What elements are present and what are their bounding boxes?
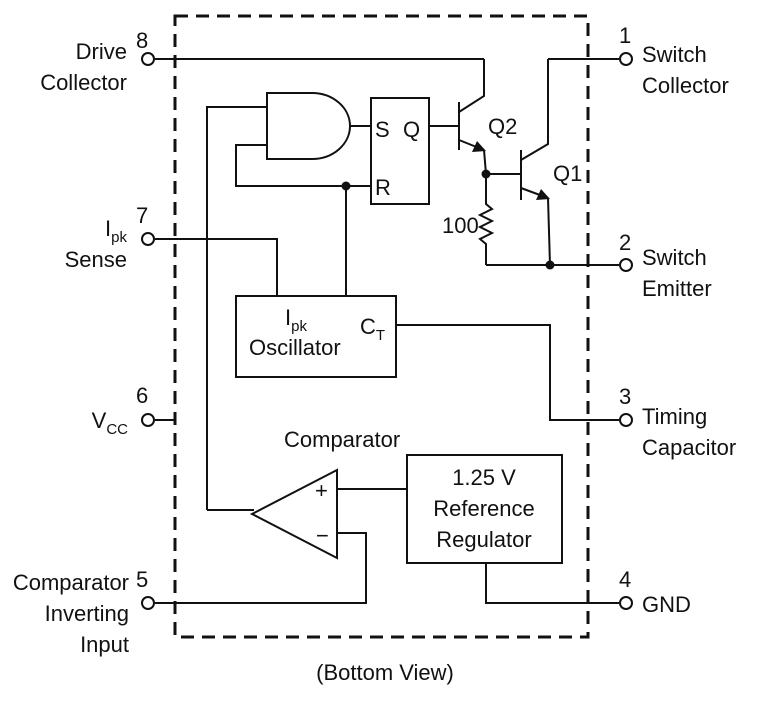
pin-2-label-2: Emitter (642, 276, 712, 301)
comparator (249, 468, 338, 560)
pin-6-label: VCC (92, 408, 129, 438)
pin-8-terminal (141, 52, 155, 66)
reference-regulator-block (406, 454, 563, 564)
reference-line-3: Regulator (436, 527, 531, 552)
pin-5-number: 5 (136, 567, 148, 592)
resistor-label: 100 (442, 213, 479, 238)
pin-1-label-2: Collector (642, 73, 729, 98)
pin-1-terminal (619, 52, 633, 66)
pin-7-label-1: Ipk (105, 216, 127, 246)
pin-1-number: 1 (619, 23, 631, 48)
pin-7-terminal (141, 232, 155, 246)
q2-emitter-arrow (472, 141, 486, 152)
sr-latch (370, 97, 430, 205)
pin-5-terminal (141, 596, 155, 610)
latch-q-label: Q (403, 117, 420, 142)
reference-line-2: Reference (433, 496, 535, 521)
oscillator-ct-label: CT (360, 314, 385, 344)
and-gate (266, 92, 351, 160)
junction-dot (545, 260, 555, 270)
pin-5-label-2: Inverting (45, 601, 129, 626)
oscillator-label: Oscillator (249, 335, 341, 360)
pin-7-number: 7 (136, 203, 148, 228)
pin-4-terminal (619, 596, 633, 610)
pin-7-label-2: Sense (65, 247, 127, 272)
q2-label: Q2 (488, 114, 517, 139)
pin-3-label-1: Timing (642, 404, 707, 429)
caption: (Bottom View) (316, 660, 454, 685)
pin-8-label-1: Drive (76, 39, 127, 64)
pin-5-label-3: Input (80, 632, 129, 657)
pin-8-label-2: Collector (40, 70, 127, 95)
pin-4-number: 4 (619, 567, 631, 592)
pin-6-number: 6 (136, 383, 148, 408)
pin-3-terminal (619, 413, 633, 427)
oscillator-ipk-label: Ipk (285, 305, 307, 335)
latch-r-label: R (375, 175, 391, 200)
package-outline (173, 14, 590, 639)
comparator-title: Comparator (284, 427, 400, 452)
pin-2-terminal (619, 258, 633, 272)
resistor (477, 174, 495, 265)
reference-line-1: 1.25 V (452, 465, 516, 490)
comparator-plus: + (315, 478, 328, 503)
q1-label: Q1 (553, 161, 582, 186)
pin-3-number: 3 (619, 384, 631, 409)
q1-emitter-arrow (536, 189, 550, 200)
latch-s-label: S (375, 117, 390, 142)
comparator-minus: − (316, 523, 329, 548)
pin-2-number: 2 (619, 230, 631, 255)
pin-1-label-1: Switch (642, 42, 707, 67)
pin-5-label-1: Comparator (13, 570, 129, 595)
pin-2-label-1: Switch (642, 245, 707, 270)
pin-8-number: 8 (136, 28, 148, 53)
pin-3-label-2: Capacitor (642, 435, 736, 460)
pin-6-terminal (141, 413, 155, 427)
pin-4-label: GND (642, 592, 691, 617)
ipk-oscillator-block (235, 295, 397, 378)
